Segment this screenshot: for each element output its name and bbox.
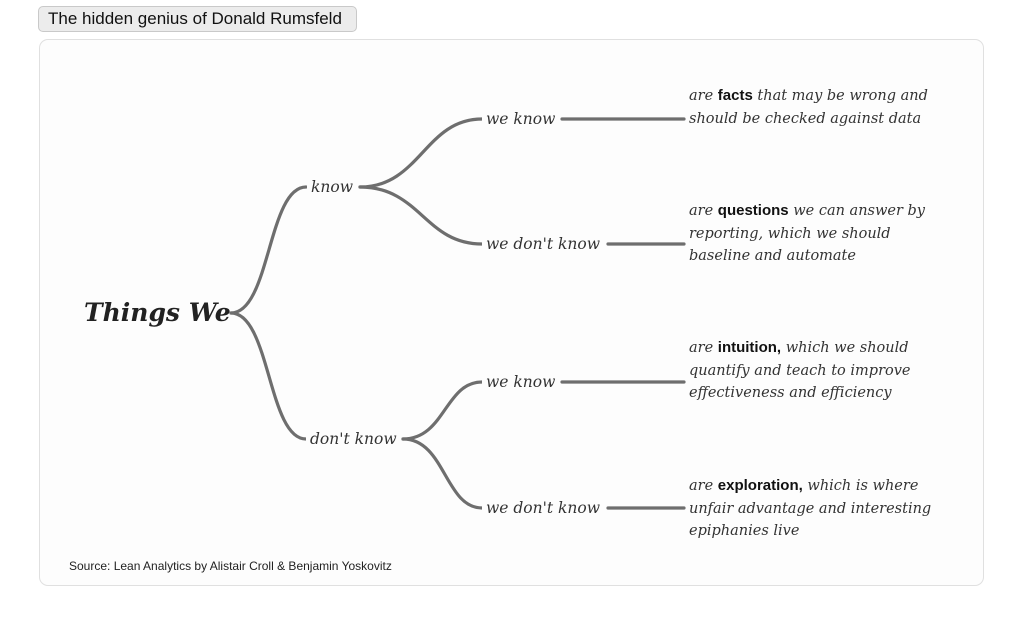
node-know-we-know: we know (482, 109, 560, 129)
leaf-intuition-pre: are (689, 340, 714, 356)
connector-dontknow-we-know (401, 380, 484, 441)
leaf-exploration-keyword: exploration, (717, 477, 803, 494)
node-dontknow-we-know: we know (482, 372, 560, 392)
connector-dontknow-we-dont-know (401, 437, 484, 510)
leaf-exploration: are exploration, which is where unfair a… (689, 475, 939, 543)
root-node: Things We (84, 298, 231, 327)
source-citation: Source: Lean Analytics by Alistair Croll… (69, 559, 392, 573)
branch-know: know (307, 177, 357, 197)
leaf-intuition-keyword: intuition, (717, 339, 782, 356)
connector-know-we-dont-know (358, 185, 484, 246)
leaf-exploration-pre: are (689, 478, 714, 494)
leaf-facts: are facts that may be wrong and should b… (689, 85, 939, 130)
connector-root-dont-know (229, 311, 308, 441)
leaf-questions: are questions we can answer by reporting… (689, 200, 939, 268)
node-dontknow-we-dont-know: we don't know (482, 498, 604, 518)
leaf-intuition-text: which we should quantify and teach to im… (689, 340, 911, 401)
leaf-facts-keyword: facts (717, 87, 753, 104)
leaf-intuition: are intuition, which we should quantify … (689, 337, 939, 405)
leaf-questions-keyword: questions (717, 202, 789, 219)
leaf-exploration-text: which is where unfair advantage and inte… (689, 478, 932, 539)
connector-root-know (229, 185, 308, 315)
diagram-card (39, 39, 984, 586)
leaf-facts-text: that may be wrong and should be checked … (689, 88, 928, 127)
node-know-we-dont-know: we don't know (482, 234, 604, 254)
leaf-questions-text: we can answer by reporting, which we sho… (689, 203, 925, 264)
leaf-questions-pre: are (689, 203, 714, 219)
page-title-tab[interactable]: The hidden genius of Donald Rumsfeld (38, 6, 357, 32)
connector-know-we-know (358, 117, 484, 189)
branch-dont-know: don't know (306, 429, 401, 449)
leaf-facts-pre: are (689, 88, 714, 104)
